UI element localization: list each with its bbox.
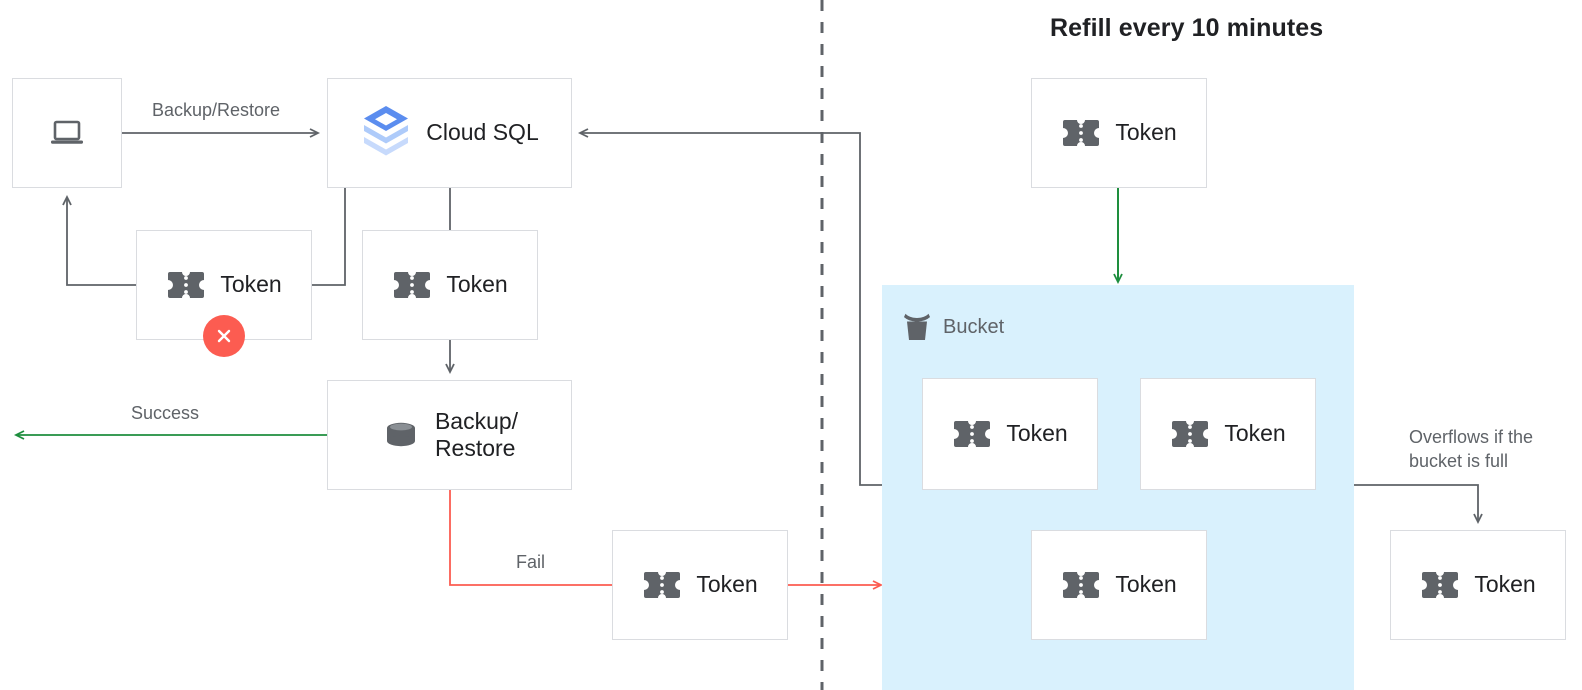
node-token-bucket-3-label: Token — [1115, 571, 1177, 598]
edge-label-backup-restore: Backup/Restore — [152, 100, 281, 120]
bucket-label: Bucket — [943, 315, 1005, 338]
node-token-bucket-2-label: Token — [1224, 420, 1286, 447]
node-token-bucket-2[interactable]: Token — [1140, 378, 1316, 490]
node-token-rejected-label: Token — [220, 271, 282, 298]
error-x-badge — [203, 315, 245, 357]
node-token-overflow-label: Token — [1474, 571, 1536, 598]
node-token-consumed-label: Token — [446, 271, 508, 298]
node-token-bucket-3[interactable]: Token — [1031, 530, 1207, 640]
node-backup-restore-label: Backup/ Restore — [434, 407, 519, 461]
laptop-icon — [47, 117, 87, 149]
node-backup-restore[interactable]: Backup/ Restore — [327, 380, 572, 490]
node-client[interactable] — [12, 78, 122, 188]
node-token-overflow[interactable]: Token — [1390, 530, 1566, 640]
edge-label-success: Success — [131, 403, 200, 423]
node-token-bucket-1[interactable]: Token — [922, 378, 1098, 490]
edge-bucket-to-cloudsql — [577, 128, 882, 486]
edge-label-overflow: Overflows if the bucket is full — [1409, 427, 1534, 472]
node-token-refill-label: Token — [1115, 119, 1177, 146]
cloud-sql-icon — [360, 104, 412, 162]
node-cloud-sql-label: Cloud SQL — [426, 119, 539, 146]
node-token-consumed[interactable]: Token — [362, 230, 538, 340]
token-icon — [166, 268, 206, 302]
token-icon — [1170, 417, 1210, 451]
node-token-fail[interactable]: Token — [612, 530, 788, 640]
database-icon — [381, 417, 421, 453]
node-cloud-sql[interactable]: Cloud SQL — [327, 78, 572, 188]
token-icon — [642, 568, 682, 602]
token-icon — [1061, 568, 1101, 602]
token-icon — [392, 268, 432, 302]
edge-bucket-overflow — [1354, 484, 1483, 525]
node-token-bucket-1-label: Token — [1006, 420, 1068, 447]
bucket-header: Bucket — [901, 312, 1004, 342]
token-icon — [1420, 568, 1460, 602]
node-token-fail-label: Token — [696, 571, 758, 598]
token-icon — [952, 417, 992, 451]
token-icon — [1061, 116, 1101, 150]
bucket-icon — [901, 312, 933, 342]
page-title: Refill every 10 minutes — [1050, 14, 1324, 42]
edge-label-fail: Fail — [516, 552, 546, 572]
close-icon — [217, 329, 231, 343]
node-token-refill[interactable]: Token — [1031, 78, 1207, 188]
